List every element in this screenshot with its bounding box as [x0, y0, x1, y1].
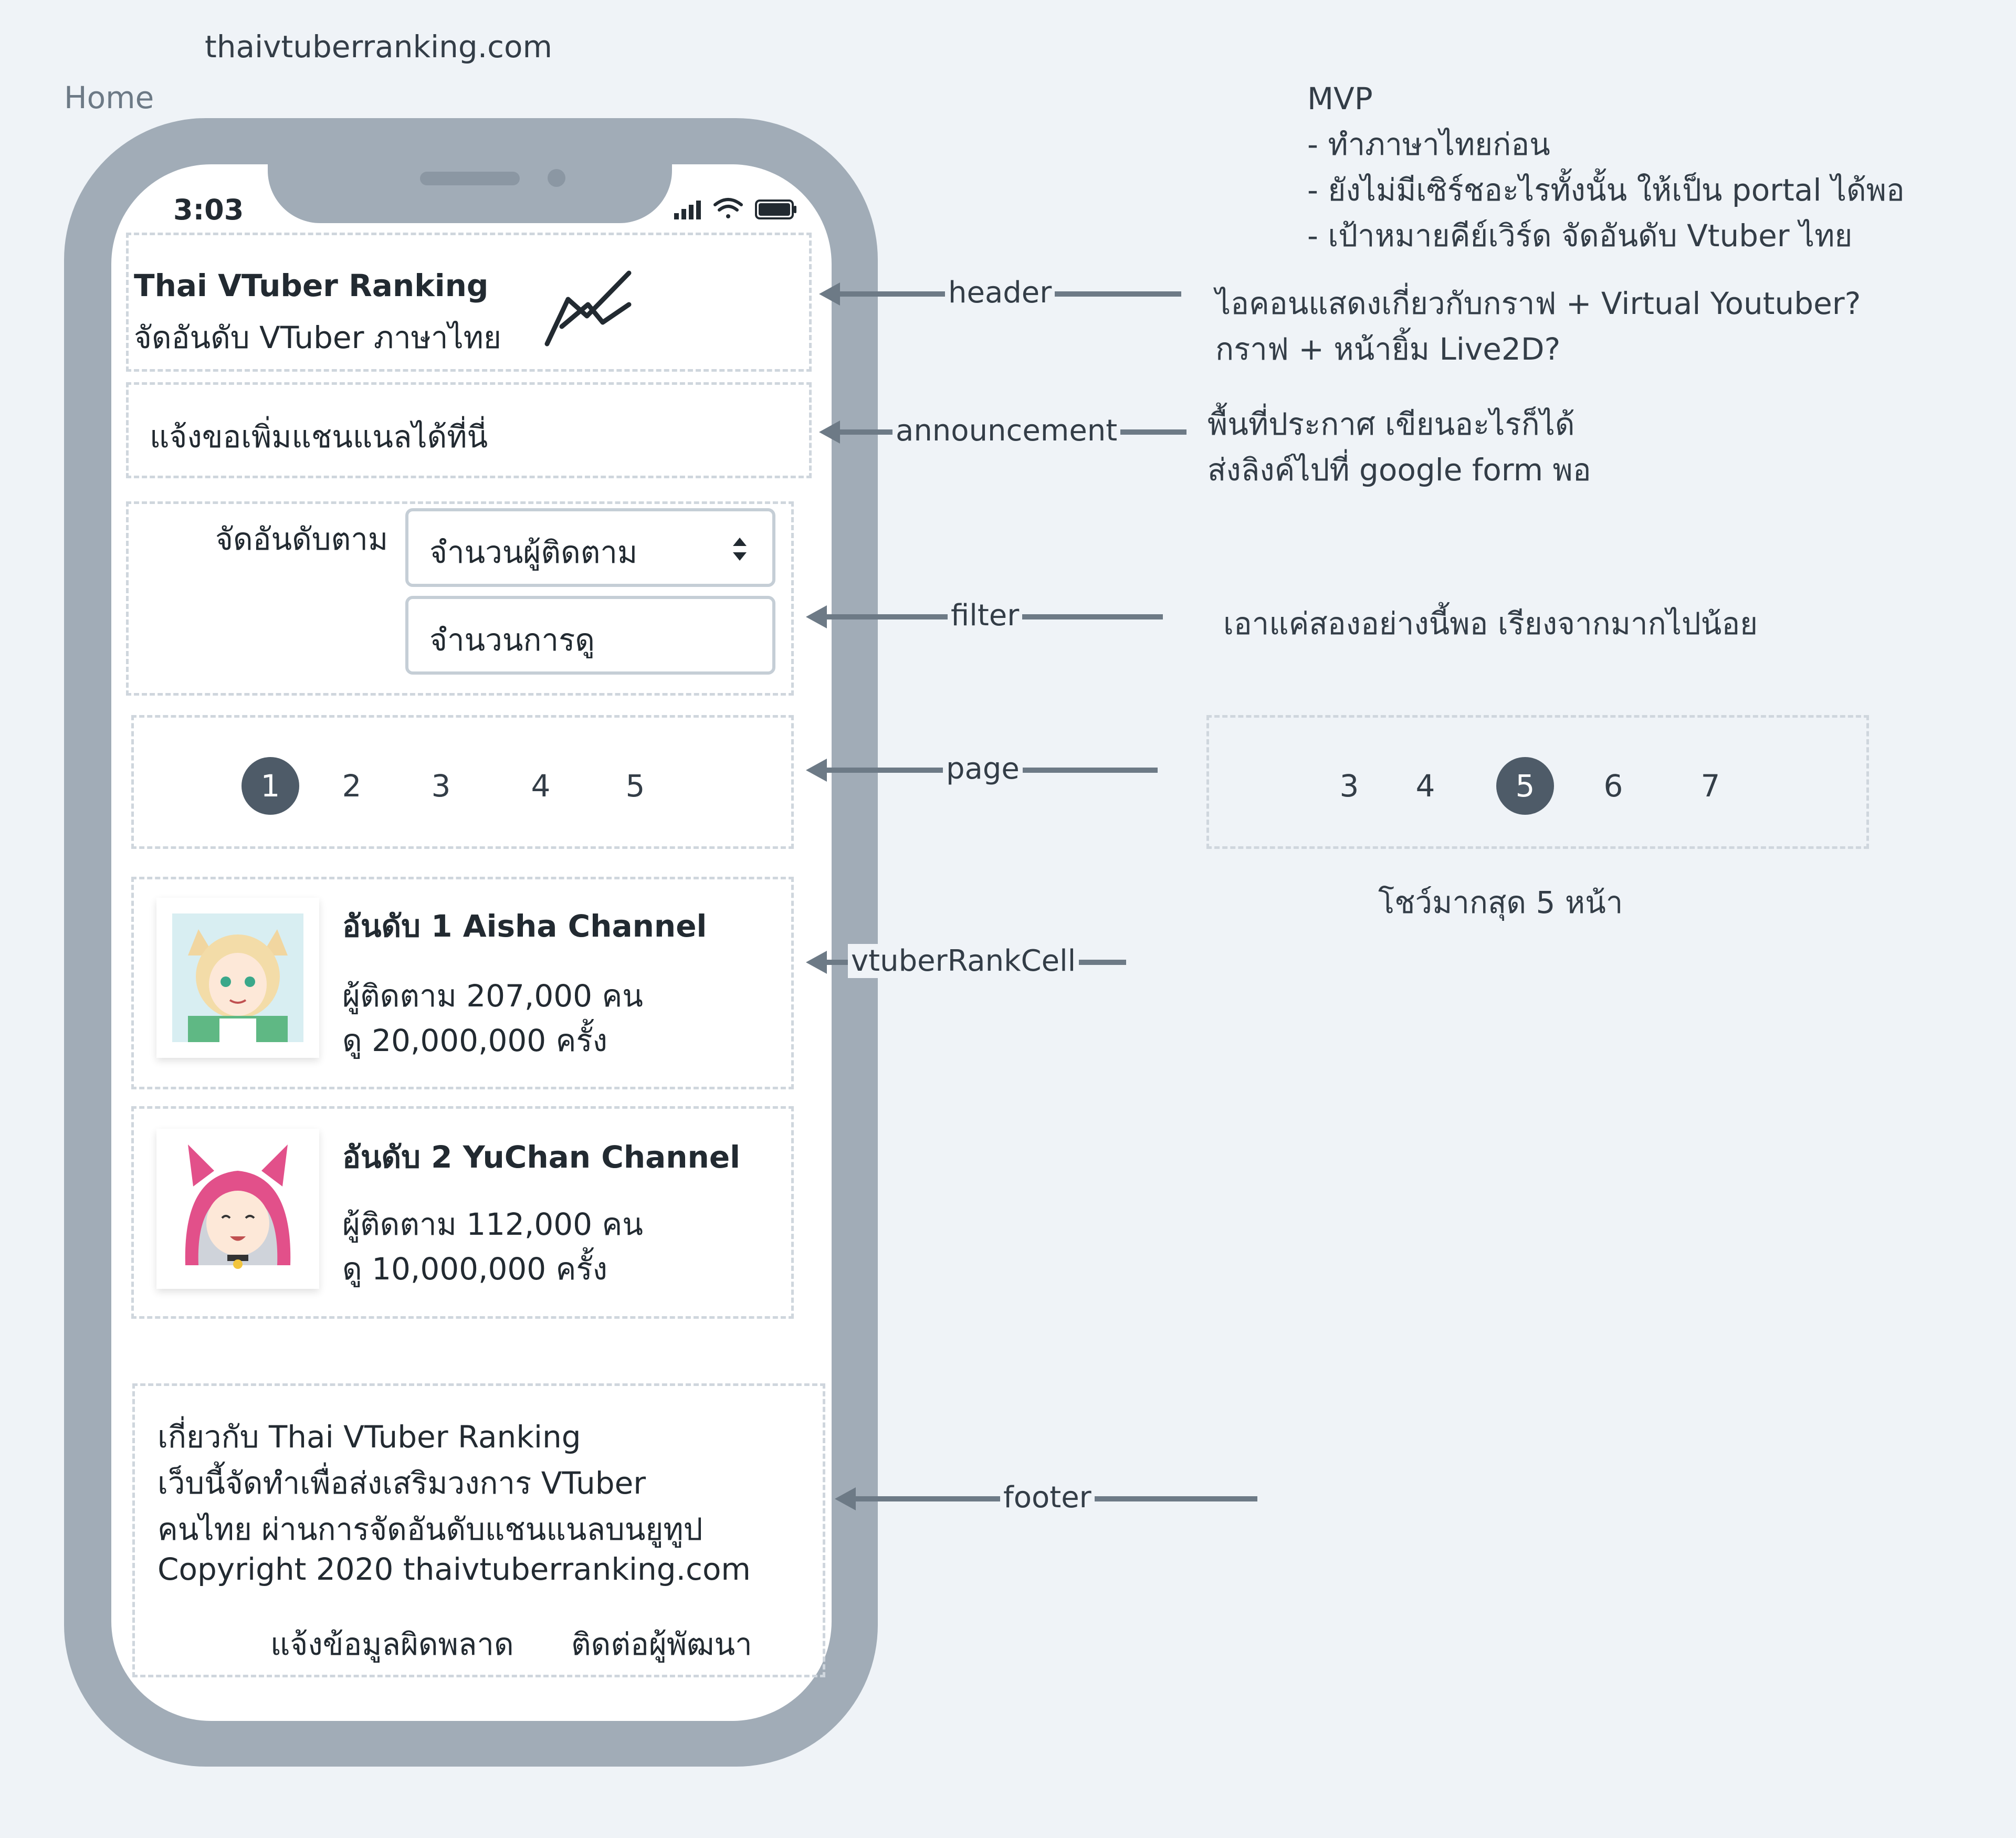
- mvp-note: MVP - ทำภาษาไทยก่อน - ยังไม่มีเซิร์ชอะไร…: [1307, 76, 1905, 259]
- header-note-line: กราฟ + หน้ายิ้ม Live2D?: [1215, 331, 1561, 367]
- page-button-4[interactable]: 4: [531, 768, 551, 804]
- mvp-note-line: - เป้าหมายคีย์เวิร์ด จัดอันดับ Vtuber ไท…: [1307, 218, 1853, 254]
- mvp-note-line: MVP: [1307, 81, 1373, 117]
- filter-label: จัดอันดับตาม: [215, 521, 388, 557]
- filter-note: เอาแค่สองอย่างนี้พอ เรียงจากมากไปน้อย: [1223, 606, 1758, 642]
- header-annotation-label: header: [945, 276, 1055, 310]
- example-page-5: 5: [1496, 757, 1554, 815]
- footer-about-text: คนไทย ผ่านการจัดอันดับแชนแนลบนยูทูป: [158, 1511, 703, 1547]
- announcement-note-line: พื้นที่ประกาศ เขียนอะไรก็ได้: [1208, 406, 1575, 442]
- vtuber-rank-cell[interactable]: [131, 1106, 794, 1319]
- example-page-7: 7: [1700, 768, 1720, 804]
- canvas-title: thaivtuberranking.com: [205, 29, 553, 65]
- sort-select-value: จำนวนผู้ติดตาม: [429, 534, 638, 570]
- avatar-yuchan-image: [172, 1144, 303, 1273]
- phone-notch: [268, 157, 672, 223]
- report-error-link[interactable]: แจ้งข้อมูลผิดพลาด: [270, 1626, 514, 1662]
- contact-developer-link[interactable]: ติดต่อผู้พัฒนา: [571, 1626, 752, 1662]
- site-subtitle: จัดอันดับ VTuber ภาษาไทย: [134, 320, 501, 355]
- rank-followers: ผู้ติดตาม 207,000 คน: [342, 978, 643, 1014]
- pagination-example: [1206, 715, 1869, 849]
- select-arrows-icon: [733, 538, 747, 561]
- rank-title: อันดับ 1 Aisha Channel: [342, 908, 707, 944]
- mvp-note-line: - ทำภาษาไทยก่อน: [1307, 127, 1550, 162]
- sort-select[interactable]: [405, 508, 775, 587]
- avatar: [156, 1129, 319, 1289]
- site-title: Thai VTuber Ranking: [134, 268, 489, 303]
- header-section: [126, 233, 812, 372]
- phone-speaker: [420, 172, 520, 185]
- filter-annotation-label: filter: [948, 598, 1023, 633]
- avatar-aisha-image: [172, 913, 303, 1042]
- filter-section: [126, 501, 794, 696]
- announcement-annotation-label: announcement: [892, 414, 1121, 448]
- rank-views: ดู 20,000,000 ครั้ง: [342, 1023, 607, 1058]
- status-time: 3:03: [173, 193, 244, 226]
- header-note-line: ไอคอนแสดงเกี่ยวกับกราฟ + Virtual Youtube…: [1215, 286, 1861, 321]
- battery-icon: [755, 199, 796, 219]
- header-note: ไอคอนแสดงเกี่ยวกับกราฟ + Virtual Youtube…: [1215, 281, 1861, 372]
- page-button-1[interactable]: 1: [242, 757, 299, 815]
- footer-copyright: Copyright 2020 thaivtuberranking.com: [158, 1551, 751, 1587]
- example-page-3: 3: [1339, 768, 1359, 804]
- footer-about-text: เว็บนี้จัดทำเพื่อส่งเสริมวงการ VTuber: [158, 1465, 646, 1501]
- example-page-6: 6: [1603, 768, 1623, 804]
- trend-chart-icon: [544, 270, 632, 346]
- frame-label: Home: [64, 80, 154, 115]
- example-page-4: 4: [1415, 768, 1435, 804]
- mvp-note-line: - ยังไม่มีเซิร์ชอะไรทั้งนั้น ให้เป็น por…: [1307, 172, 1905, 208]
- sort-option-views[interactable]: [405, 596, 775, 675]
- vtuber-rank-cell[interactable]: [131, 877, 794, 1089]
- footer-section: [132, 1383, 825, 1677]
- signal-icon: [674, 201, 701, 219]
- announcement-section: [126, 382, 812, 478]
- avatar: [156, 898, 319, 1058]
- pagination-caption: โชว์มากสุด 5 หน้า: [1378, 885, 1623, 920]
- page-button-3[interactable]: 3: [431, 768, 451, 804]
- wifi-icon: [713, 198, 743, 218]
- page-annotation-label: page: [943, 752, 1023, 786]
- page-button-2[interactable]: 2: [342, 768, 362, 804]
- cell-annotation-label: vtuberRankCell: [848, 944, 1079, 978]
- status-icons: [674, 198, 796, 219]
- announcement-link[interactable]: แจ้งขอเพิ่มแชนแนลได้ที่นี่: [150, 419, 488, 455]
- sort-option-views-label: จำนวนการดู: [429, 622, 595, 658]
- page-button-5[interactable]: 5: [625, 768, 645, 804]
- pagination-section: [131, 715, 794, 849]
- rank-followers: ผู้ติดตาม 112,000 คน: [342, 1206, 643, 1242]
- rank-title: อันดับ 2 YuChan Channel: [342, 1139, 741, 1175]
- announcement-note: พื้นที่ประกาศ เขียนอะไรก็ได้ ส่งลิงค์ไปท…: [1208, 402, 1591, 493]
- rank-views: ดู 10,000,000 ครั้ง: [342, 1251, 607, 1287]
- announcement-note-line: ส่งลิงค์ไปที่ google form พอ: [1208, 452, 1591, 488]
- footer-about-title: เกี่ยวกับ Thai VTuber Ranking: [158, 1419, 581, 1455]
- phone-camera: [548, 169, 565, 187]
- footer-annotation-label: footer: [1000, 1480, 1095, 1515]
